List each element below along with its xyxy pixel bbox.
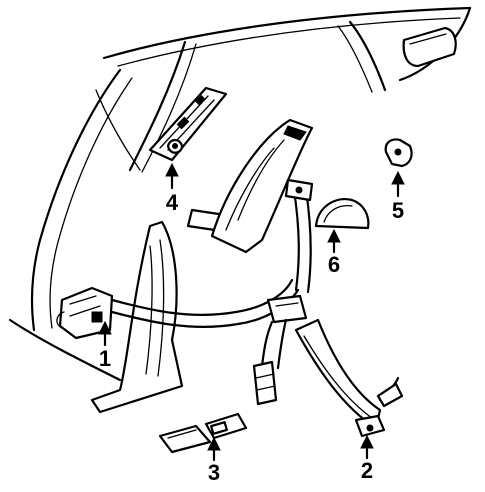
callout-1: 1 [99, 346, 111, 371]
callout-arrows [98, 162, 405, 462]
callout-2: 2 [361, 458, 373, 483]
callout-5: 5 [392, 198, 404, 223]
belt-webbing [110, 178, 314, 370]
callout-3: 3 [208, 460, 220, 485]
callout-4: 4 [166, 190, 179, 215]
part-3-lap-buckle [158, 412, 248, 454]
part-6-cover [314, 198, 370, 230]
center-retractor [252, 360, 278, 406]
part-5-clip [384, 138, 413, 168]
part-1-retractor [56, 286, 114, 340]
c-pillar-trim [210, 118, 314, 254]
part-2-buckle [294, 318, 404, 438]
vehicle-body-outline [8, 6, 472, 382]
part-4-height-adjuster [148, 86, 228, 162]
rear-window-corner [402, 26, 457, 68]
callout-6: 6 [328, 252, 340, 277]
